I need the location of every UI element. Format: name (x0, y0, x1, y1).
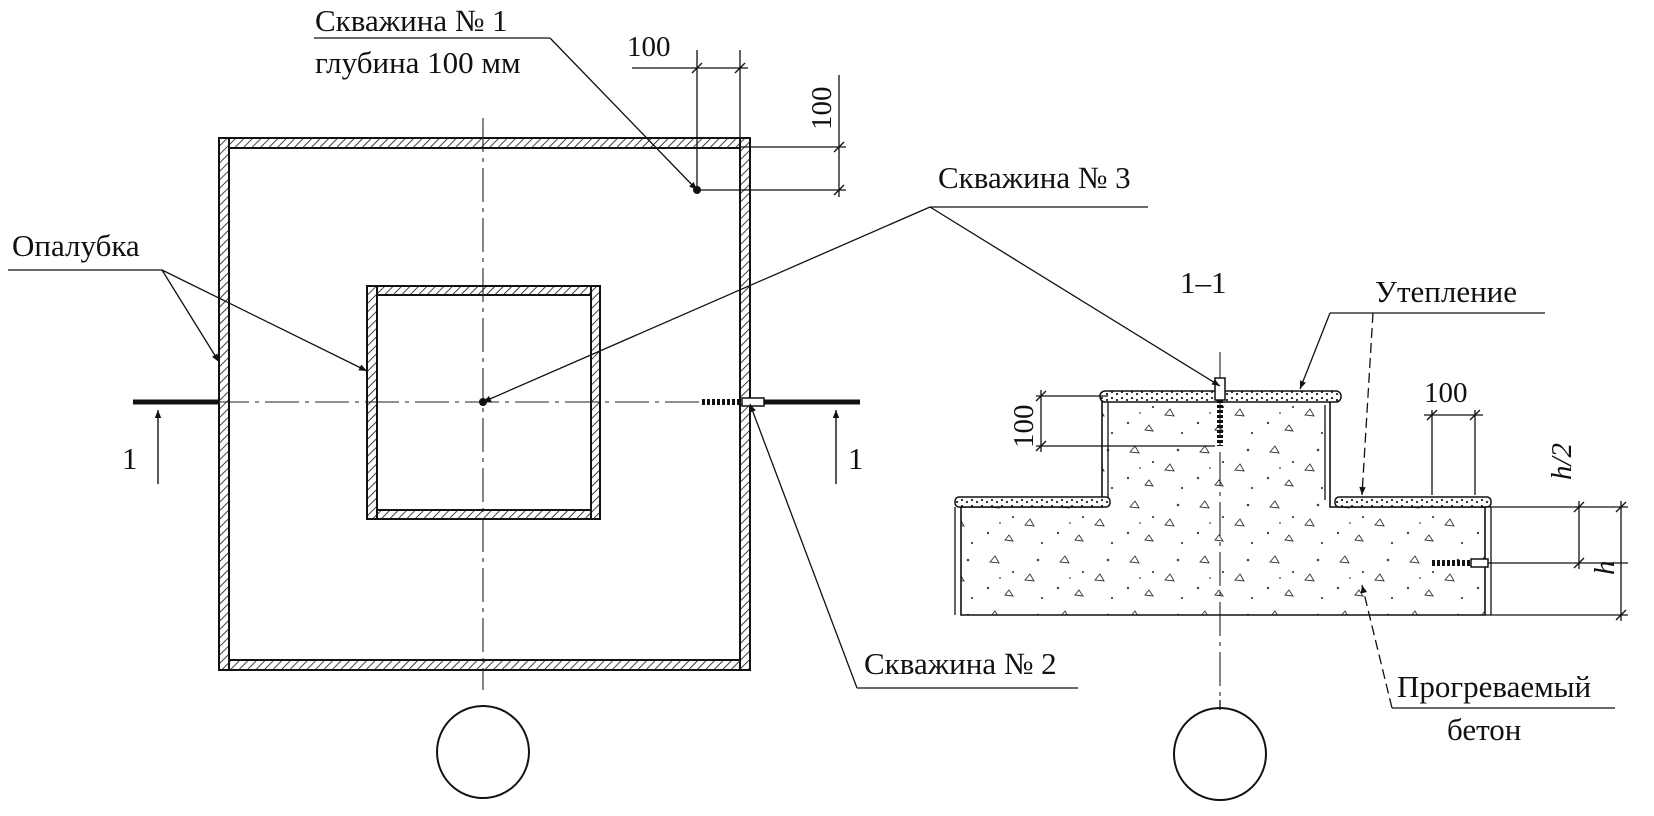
section-dim-horizontal-label: 100 (1424, 377, 1468, 409)
formwork-label: Опалубка (12, 228, 140, 263)
insulation-left (954, 496, 1111, 508)
well-1-title: Скважина № 1 (315, 3, 508, 38)
heated-concrete-label-line2: бетон (1447, 712, 1521, 747)
outer-formwork-top-wall (218, 137, 751, 149)
formwork-leader-outer (161, 269, 220, 363)
plan-view: 1 1 100 100 Скважина № 1 г (8, 3, 1148, 799)
well-3-leader-section (929, 206, 1221, 387)
well-3-leader-plan (482, 206, 931, 403)
well-3-label: Скважина № 3 (938, 160, 1131, 195)
section-mark-left: 1 (122, 441, 138, 476)
section-mark-right: 1 (848, 441, 864, 476)
well-3-section-marker (1214, 377, 1226, 446)
well-2-marker (702, 397, 765, 407)
plan-reference-circle (436, 705, 530, 799)
plan-dim-vertical-label: 100 (806, 87, 838, 131)
insulation-label: Утепление (1375, 274, 1517, 309)
dim-half-height-label: h/2 (1546, 443, 1578, 480)
plan-dim-horizontal-label: 100 (627, 31, 671, 63)
section-view: 1–1 100 (929, 206, 1628, 801)
well-1-depth: глубина 100 мм (315, 45, 521, 80)
section-dim-vertical-label: 100 (1008, 405, 1040, 449)
well-2-leader (749, 403, 858, 689)
section-title: 1–1 (1180, 265, 1227, 300)
insulation-right (1334, 496, 1492, 508)
well-2-label: Скважина № 2 (864, 646, 1057, 681)
heated-concrete-leader (1360, 584, 1393, 709)
well-1-leader (549, 37, 698, 191)
section-reference-circle (1173, 707, 1267, 801)
concrete-body (960, 399, 1486, 616)
heated-concrete-label-line1: Прогреваемый (1397, 669, 1591, 704)
dim-height-label: h (1589, 561, 1621, 576)
formwork-leader-inner (161, 269, 368, 372)
insulation-leader-top (1299, 312, 1331, 390)
outer-formwork-left-wall (218, 137, 230, 671)
insulation-leader-right (1359, 312, 1374, 496)
outer-formwork-bottom-wall (218, 659, 751, 671)
